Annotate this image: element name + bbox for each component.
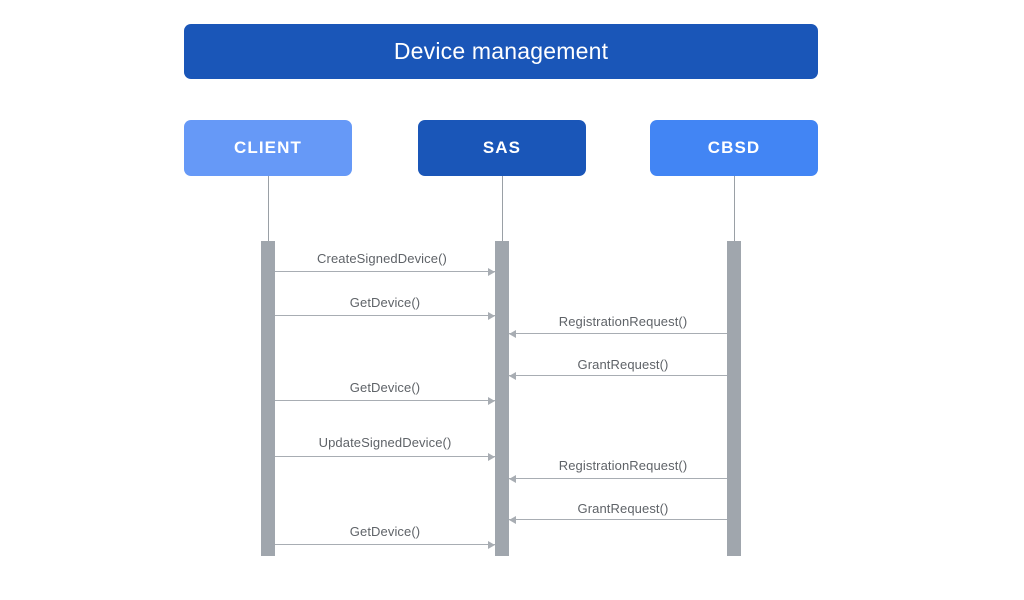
arrowhead-7 [509,474,516,483]
message-label-9: GetDevice() [349,524,421,539]
message-line-3 [509,333,727,334]
message-label-7: RegistrationRequest() [558,458,688,473]
arrowhead-6 [488,452,495,461]
message-label-1: CreateSignedDevice() [317,251,447,266]
message-line-2 [275,315,495,316]
participant-label-client: CLIENT [234,138,302,157]
message-label-4: GrantRequest() [577,357,669,372]
message-label-8: GrantRequest() [577,501,669,516]
activation-bar-client [261,241,275,556]
participant-box-client[interactable]: CLIENT [184,120,352,176]
participant-label-cbsd: CBSD [707,138,761,157]
message-line-4 [509,375,727,376]
arrowhead-9 [488,540,495,549]
message-label-6: UpdateSignedDevice() [318,435,452,450]
participant-box-cbsd[interactable]: CBSD [650,120,818,176]
message-line-6 [275,456,495,457]
participant-box-sas[interactable]: SAS [418,120,586,176]
message-line-7 [509,478,727,479]
diagram-title-bar: Device management [184,24,818,79]
arrowhead-8 [509,515,516,524]
message-label-3: RegistrationRequest() [558,314,688,329]
arrowhead-3 [509,329,516,338]
arrowhead-4 [509,371,516,380]
message-label-2: GetDevice() [349,295,421,310]
arrowhead-2 [488,311,495,320]
message-line-5 [275,400,495,401]
arrowhead-1 [488,267,495,276]
message-label-5: GetDevice() [349,380,421,395]
message-line-9 [275,544,495,545]
activation-bar-sas [495,241,509,556]
message-line-8 [509,519,727,520]
arrowhead-5 [488,396,495,405]
message-line-1 [275,271,495,272]
participant-label-sas: SAS [482,138,522,157]
page-title: Device management [393,38,609,64]
activation-bar-cbsd [727,241,741,556]
